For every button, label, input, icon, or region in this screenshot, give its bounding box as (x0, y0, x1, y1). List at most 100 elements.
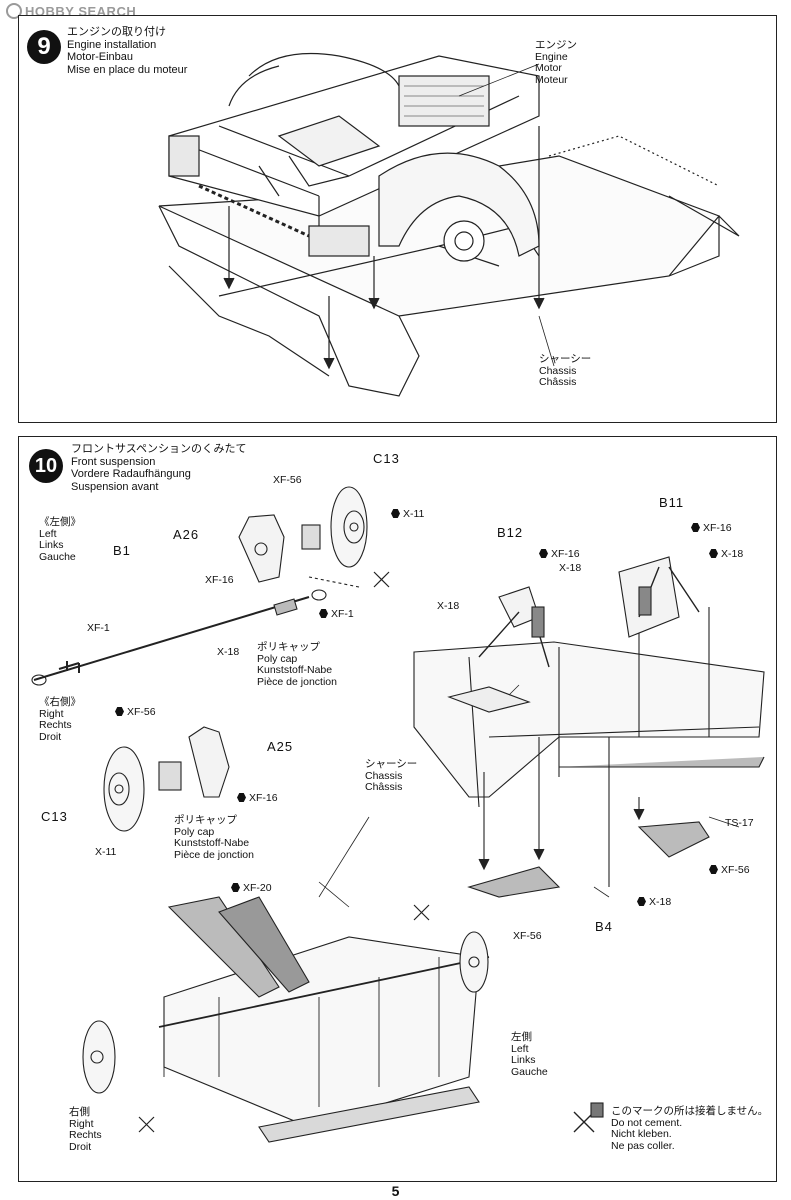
step-10-badge: 10 (29, 449, 63, 483)
no-cement-note-de: Nicht kleben. (611, 1128, 672, 1140)
xf56-right-text: XF-56 (127, 706, 156, 718)
callout-xf56-top: XF-56 (273, 474, 302, 487)
part-a26: A26 (173, 527, 200, 542)
polycap-label-top-fr: Pièce de jonction (257, 675, 337, 688)
step-9-badge: 9 (27, 30, 61, 64)
chassis-label-9: シャーシー Chassis Châssis (539, 353, 592, 389)
polycap-label-top: ポリキャップ Poly cap Kunststoff-Nabe Pièce de… (257, 641, 337, 688)
bottom-left-side-label: 左側 Left Links Gauche (511, 1031, 548, 1078)
step-9-title: エンジンの取り付け Engine installation Motor-Einb… (67, 26, 187, 76)
polycap-label-bottom-en: Poly cap (174, 825, 215, 838)
callout-x18-b11: X-18 (709, 548, 744, 561)
screw-icon (709, 865, 718, 874)
callout-xf16-b12: XF-16 (539, 548, 580, 561)
xf16-b11-text: XF-16 (703, 522, 732, 534)
step-10-title-fr: Suspension avant (71, 480, 159, 493)
screw-icon (231, 883, 240, 892)
x18-arm-text: X-18 (649, 896, 672, 908)
polycap-label-bottom-de: Kunststoff-Nabe (174, 837, 250, 849)
bottom-right-side-label-fr: Droit (69, 1140, 92, 1153)
callout-xf56-arm: XF-56 (709, 864, 750, 877)
bottom-right-side-label-jp: 右側 (69, 1106, 90, 1118)
callout-ts17: TS-17 (725, 817, 754, 830)
polycap-label-top-de: Kunststoff-Nabe (257, 664, 333, 676)
part-c13-bottom: C13 (41, 809, 68, 824)
callout-xf16-a25: XF-16 (237, 792, 278, 805)
x11-top-text: X-11 (403, 508, 425, 520)
bottom-left-side-label-en: Left (511, 1042, 529, 1055)
no-cement-note-fr: Ne pas coller. (611, 1139, 675, 1152)
no-cement-note-jp: このマークの所は接着しません。 (611, 1105, 769, 1117)
step-9-title-jp: エンジンの取り付け (67, 26, 166, 38)
polycap-label-bottom: ポリキャップ Poly cap Kunststoff-Nabe Pièce de… (174, 814, 254, 861)
engine-installation-diagram (158, 53, 740, 397)
xf1-right-text: XF-1 (331, 608, 354, 620)
part-c13-top: C13 (373, 451, 400, 466)
xf56-top-text: XF-56 (273, 474, 302, 486)
screw-icon (691, 523, 700, 532)
chassis-label-10-fr: Châssis (365, 781, 403, 793)
callout-xf1-right: XF-1 (319, 608, 354, 621)
step-9-panel: 9 エンジンの取り付け Engine installation Motor-Ei… (18, 15, 777, 423)
xf1-left-text: XF-1 (87, 622, 110, 634)
chassis-label-10-jp: シャーシー (365, 758, 418, 770)
part-b12: B12 (497, 525, 524, 540)
xf56-b4-text: XF-56 (513, 930, 542, 942)
bottom-left-side-label-fr: Gauche (511, 1065, 548, 1078)
engine-label-jp: エンジン (535, 39, 577, 51)
bottom-left-side-label-jp: 左側 (511, 1031, 532, 1043)
screw-icon (237, 793, 246, 802)
step-9-title-fr: Mise en place du moteur (67, 63, 188, 76)
step-9-title-de: Motor-Einbau (67, 51, 134, 63)
polycap-label-bottom-fr: Pièce de jonction (174, 848, 254, 861)
callout-x18-b12r: X-18 (559, 562, 582, 575)
ts17-text: TS-17 (725, 817, 754, 829)
watermark-logo-icon (6, 3, 22, 19)
left-side-label-jp: 《左側》 (39, 516, 81, 528)
no-cement-note: このマークの所は接着しません。 Do not cement. Nicht kle… (611, 1105, 769, 1152)
callout-xf56-b4: XF-56 (513, 930, 542, 943)
callout-xf20: XF-20 (231, 882, 272, 895)
polycap-label-bottom-jp: ポリキャップ (174, 814, 237, 826)
bottom-right-side-label-en: Right (69, 1117, 94, 1130)
xf16-b12-text: XF-16 (551, 548, 580, 560)
callout-xf16-b11: XF-16 (691, 522, 732, 535)
callout-xf1-left: XF-1 (87, 622, 110, 635)
screw-icon (637, 897, 646, 906)
part-b11: B11 (659, 495, 685, 510)
front-suspension-diagram (31, 486, 765, 1143)
step-9-title-en: Engine installation (67, 38, 157, 51)
right-side-label-en: Right (39, 707, 64, 720)
screw-icon (319, 609, 328, 618)
x18-b12r-text: X-18 (559, 562, 582, 574)
x18-b12l-text: X-18 (437, 600, 460, 612)
right-side-label-fr: Droit (39, 730, 62, 743)
xf56-arm-text: XF-56 (721, 864, 750, 876)
xf16-a25-text: XF-16 (249, 792, 278, 804)
step-10-title-jp: フロントサスペンションのくみたて (71, 443, 247, 455)
chassis-label-9-fr: Châssis (539, 376, 577, 388)
page-number: 5 (391, 1183, 400, 1199)
callout-x18-arm: X-18 (637, 896, 672, 909)
screw-icon (391, 509, 400, 518)
xf20-text: XF-20 (243, 882, 272, 894)
part-b4: B4 (595, 919, 613, 934)
callout-x11-top: X-11 (391, 508, 425, 521)
part-a25: A25 (267, 739, 294, 754)
screw-icon (539, 549, 548, 558)
x18-b1-text: X-18 (217, 646, 240, 658)
no-cement-note-en: Do not cement. (611, 1116, 683, 1129)
callout-x18-b12l: X-18 (437, 600, 460, 613)
chassis-label-10-en: Chassis (365, 769, 403, 782)
x18-b11-text: X-18 (721, 548, 744, 560)
polycap-label-top-en: Poly cap (257, 652, 298, 665)
left-side-label-en: Left (39, 527, 57, 540)
chassis-label-9-jp: シャーシー (539, 353, 592, 365)
step-10-title-de: Vordere Radaufhängung (71, 468, 191, 480)
step-10-title: フロントサスペンションのくみたて Front suspension Vorder… (71, 443, 246, 493)
callout-xf16-a26: XF-16 (205, 574, 234, 587)
engine-label: エンジン Engine Motor Moteur (535, 39, 577, 86)
bottom-right-side-label: 右側 Right Rechts Droit (69, 1106, 102, 1153)
step-10-panel: 10 フロントサスペンションのくみたて Front suspension Vor… (18, 436, 777, 1182)
callout-xf56-right: XF-56 (115, 706, 156, 719)
